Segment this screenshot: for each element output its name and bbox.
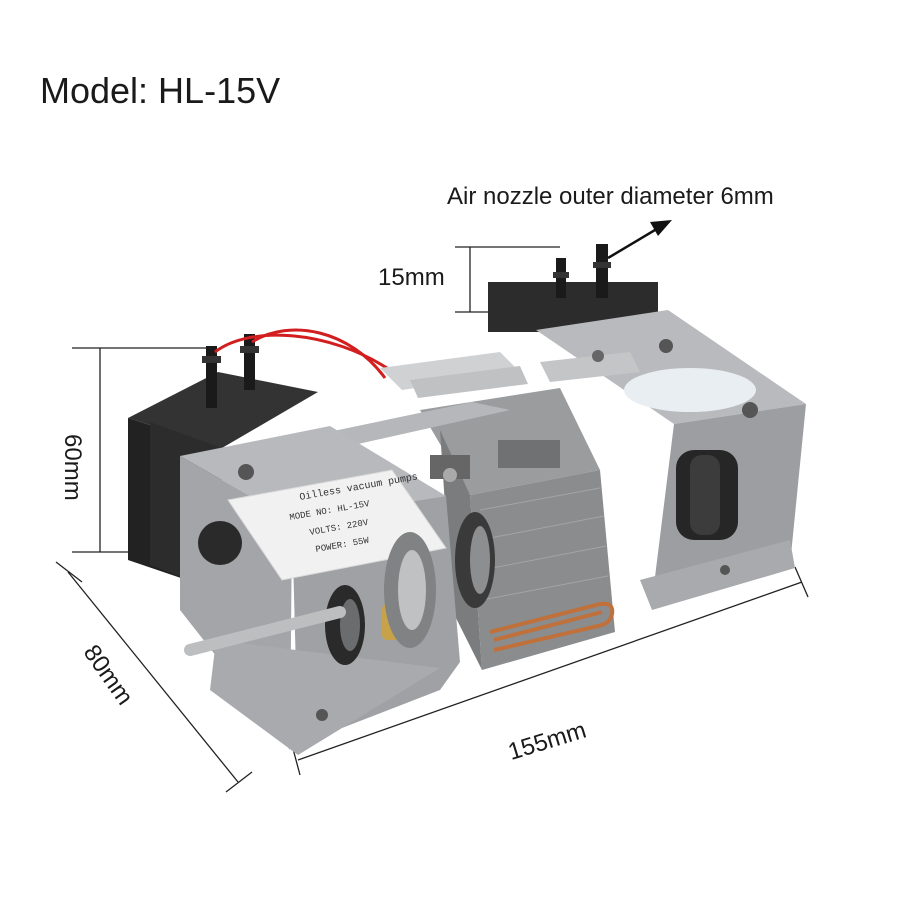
shaft-parts bbox=[430, 455, 495, 608]
nozzle-height-label: 15mm bbox=[378, 264, 445, 291]
left-bracket bbox=[180, 426, 460, 755]
red-wires bbox=[214, 328, 391, 379]
dimension-lines bbox=[55, 246, 809, 793]
right-bracket bbox=[536, 310, 806, 610]
model-title: Model: HL-15V bbox=[40, 70, 281, 111]
nozzle-arrow-head bbox=[650, 220, 672, 236]
nozzle-diameter-label: Air nozzle outer diameter 6mm bbox=[447, 183, 774, 210]
nozzle-arrow bbox=[607, 225, 661, 260]
top-strap bbox=[300, 350, 640, 454]
height-dimension-label: 60mm bbox=[59, 434, 86, 501]
copper-coil bbox=[489, 601, 615, 652]
